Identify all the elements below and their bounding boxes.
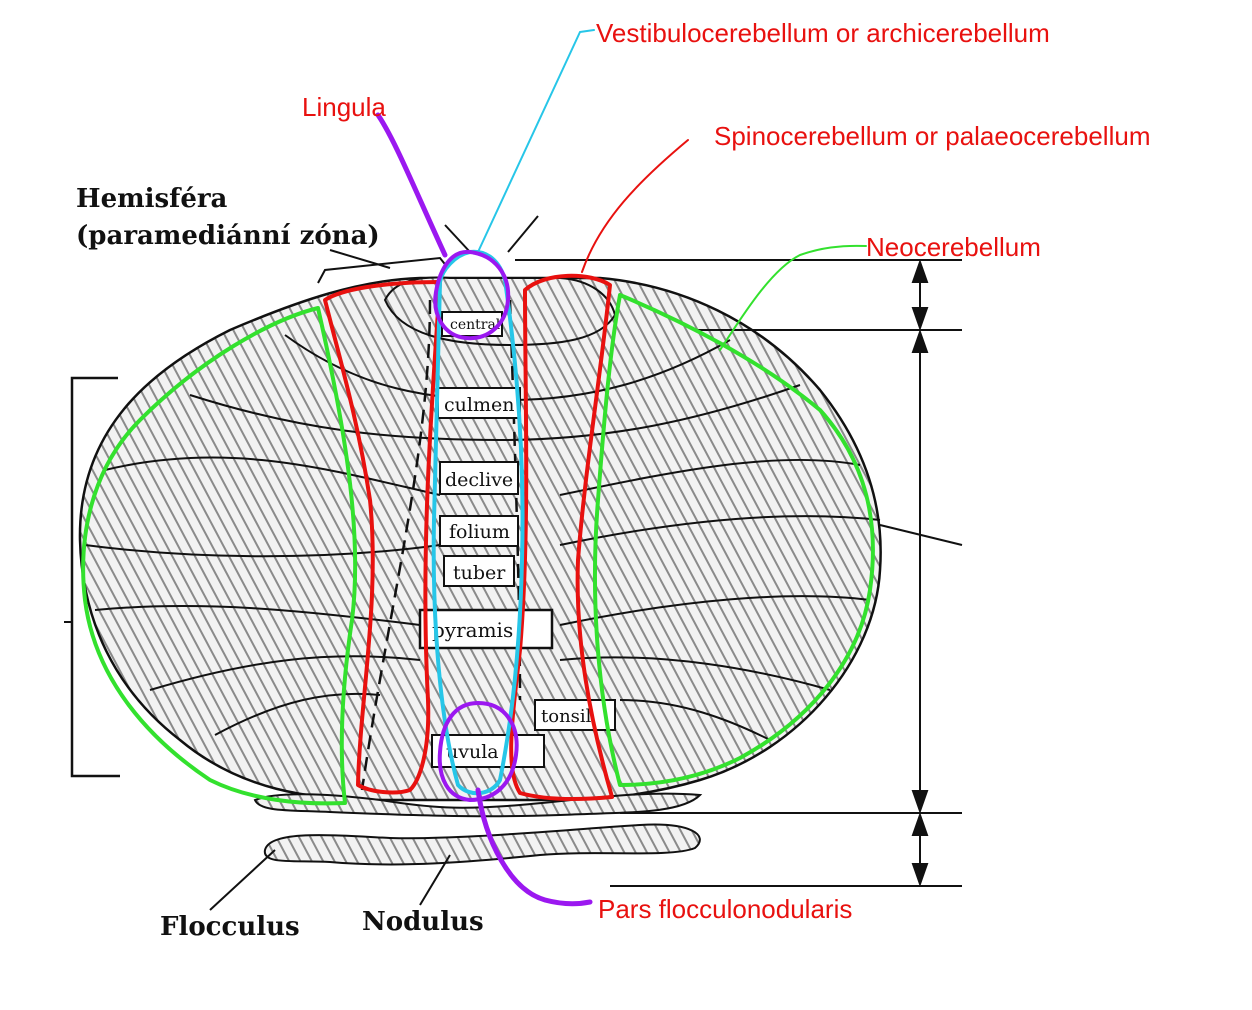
fissure-line — [189, 384, 801, 442]
fissure-line — [104, 456, 441, 496]
fissure-line — [619, 699, 771, 741]
pointer-line — [444, 224, 471, 253]
box-folium: folium — [439, 515, 519, 547]
fissure-line — [214, 692, 381, 736]
label-paramedianni: (paramediánní zóna) — [76, 221, 380, 251]
label-nodulus: Nodulus — [362, 907, 484, 937]
svg-text:uvula: uvula — [446, 741, 499, 763]
neocerebellum-pointer — [719, 244, 867, 351]
fissure-line — [559, 595, 871, 626]
label-pars-flocculonodularis: Pars flocculonodularis — [598, 894, 852, 924]
box-tuber: tuber — [443, 555, 515, 587]
fissure-line — [94, 604, 421, 626]
fissure-line — [149, 655, 421, 691]
box-culmen: culmen — [437, 387, 521, 419]
fissure-line — [559, 515, 881, 546]
neocerebellum-outline-left — [81, 306, 358, 806]
cerebellum-body — [78, 215, 882, 802]
box-pyramis: pyramis — [418, 608, 554, 650]
pointer-line — [329, 249, 391, 269]
flocculonodular-shapes — [209, 792, 703, 911]
nodulus-pointer — [419, 854, 451, 906]
label-vestibulocerebellum: Vestibulocerebellum or archicerebellum — [596, 18, 1050, 48]
annotations — [81, 29, 875, 907]
box-declive: declive — [439, 461, 519, 495]
svg-text:folium: folium — [449, 521, 510, 543]
fissure-line — [559, 458, 861, 496]
pars-flocculonodularis-circle — [437, 701, 519, 802]
spinocerebellum-outline-right — [509, 273, 614, 801]
pars-flocculonodularis-pointer — [475, 787, 593, 907]
vermis-label-boxes: central culmen declive folium tuber pyra… — [418, 311, 616, 768]
label-spinocerebellum: Spinocerebellum or palaeocerebellum — [714, 121, 1150, 151]
neocerebellum-outline-right — [592, 293, 875, 787]
pointer-line — [507, 215, 539, 253]
svg-text:tuber: tuber — [453, 562, 506, 584]
paramedian-bracket — [317, 256, 449, 284]
lingula-circle — [433, 249, 511, 341]
dimension-lines — [515, 258, 963, 888]
box-tonsilla: tonsil — [534, 699, 616, 731]
svg-text:pyramis: pyramis — [432, 618, 513, 642]
flocculus-pointer — [209, 849, 276, 911]
label-flocculus: Flocculus — [160, 912, 300, 942]
label-neocerebellum: Neocerebellum — [866, 232, 1041, 262]
svg-text:tonsil: tonsil — [541, 706, 592, 727]
vermis-boundary-left — [360, 299, 432, 791]
svg-text:declive: declive — [445, 469, 513, 491]
spinocerebellum-pointer — [581, 139, 689, 273]
svg-text:culmen: culmen — [444, 394, 514, 416]
label-lingula: Lingula — [302, 92, 386, 122]
svg-text:central: central — [450, 317, 501, 333]
label-hemisfera: Hemisféra — [76, 184, 228, 214]
fissure-line — [84, 544, 441, 558]
text-labels: Vestibulocerebellum or archicerebellum L… — [76, 18, 1150, 942]
vestibulocerebellum-pointer — [477, 29, 595, 253]
left-bracket — [64, 376, 120, 778]
lingula-pointer — [375, 112, 448, 258]
nodulus-shape — [263, 823, 701, 866]
